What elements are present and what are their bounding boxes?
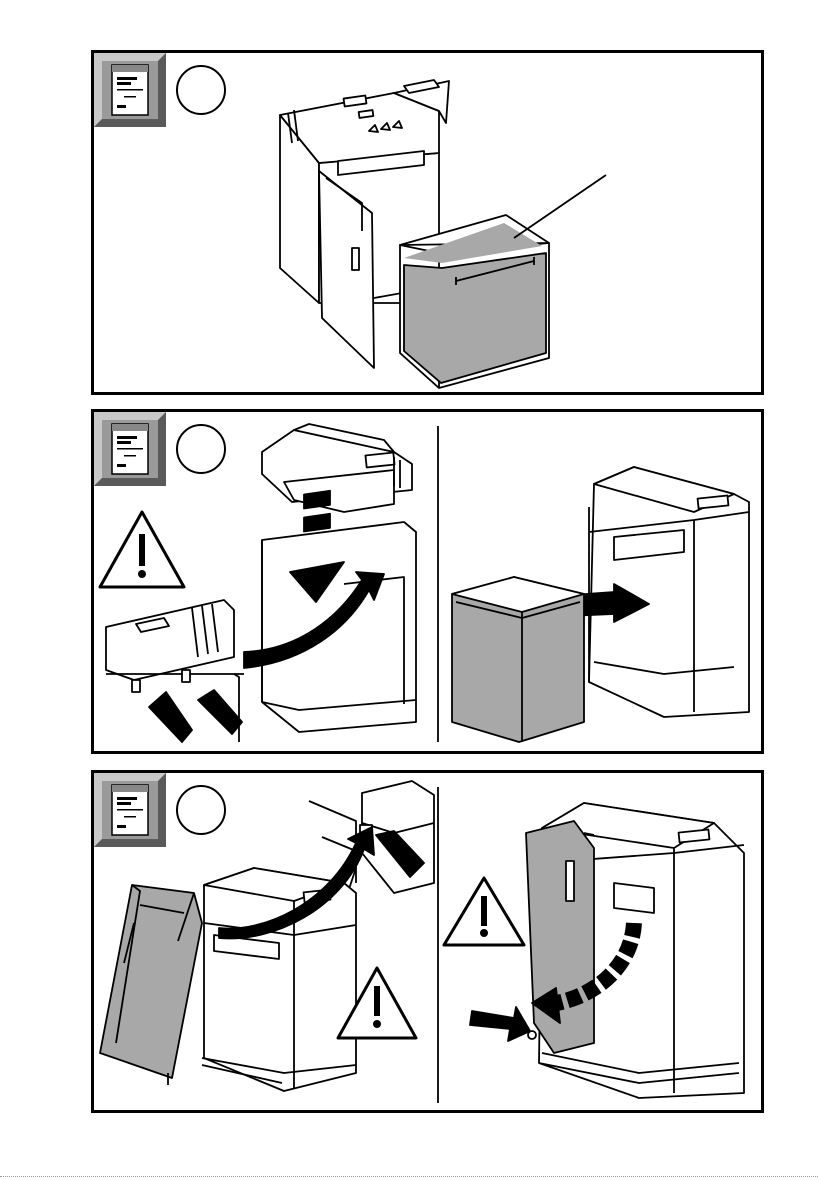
warning-icon [444, 878, 524, 945]
step-panel-3 [91, 770, 764, 1113]
step-panel-1 [91, 50, 764, 395]
step-panel-2 [91, 409, 764, 754]
page-bottom-edge [0, 1176, 818, 1177]
door-attachment-illustration [94, 773, 761, 1110]
warning-icon [100, 512, 184, 587]
shredder-assembly-illustration [94, 412, 761, 751]
shredder-remove-bin-illustration [94, 53, 761, 392]
